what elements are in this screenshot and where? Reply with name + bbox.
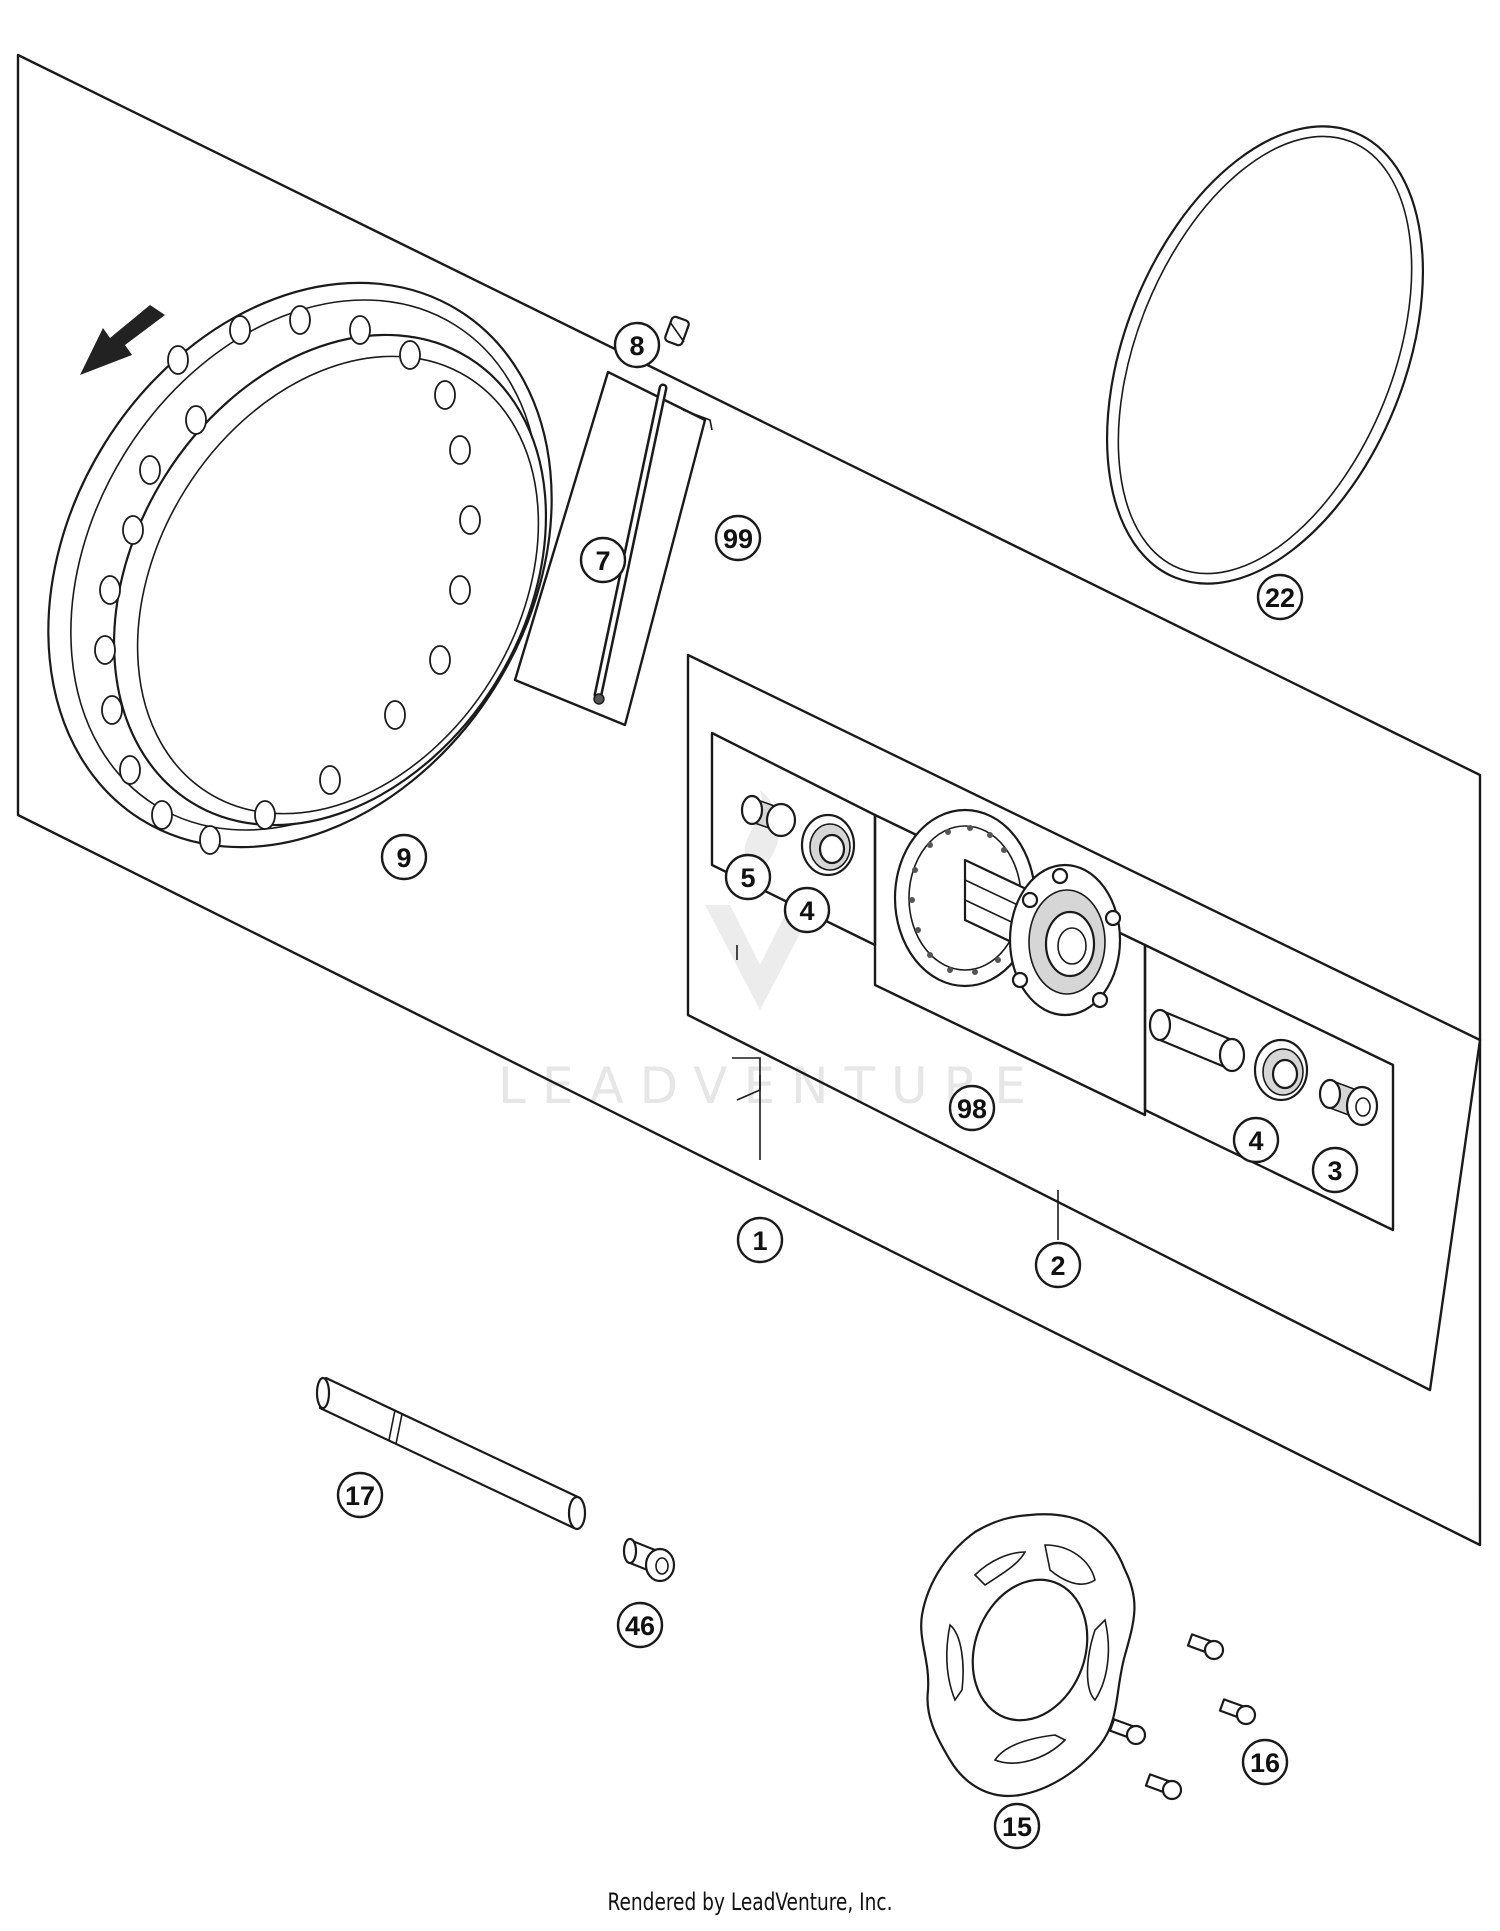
spacer-part-5[interactable] (740, 794, 797, 838)
rim-band-part-22[interactable] (1045, 80, 1484, 630)
watermark: LEADVENTURE (498, 790, 1042, 1115)
bearing-part-4-right[interactable] (1253, 1038, 1309, 1102)
svg-text:5: 5 (740, 863, 755, 893)
svg-text:22: 22 (1265, 583, 1295, 613)
svg-text:9: 9 (396, 843, 411, 873)
callout-15[interactable]: 15 (993, 1802, 1041, 1850)
spoke-kit-box-99 (513, 370, 707, 727)
spoke-part-7[interactable] (593, 383, 668, 705)
callout-7[interactable]: 7 (579, 536, 627, 584)
svg-text:17: 17 (345, 1481, 375, 1511)
callout-9[interactable]: 9 (380, 833, 428, 881)
svg-text:16: 16 (1250, 1748, 1280, 1778)
svg-text:4: 4 (799, 896, 814, 926)
bearing-set-box-right (1143, 943, 1395, 1232)
leader-lines (682, 409, 1059, 1240)
callout-16[interactable]: 16 (1241, 1738, 1289, 1786)
assembly-panel (16, 53, 1482, 1547)
svg-text:1: 1 (752, 1226, 767, 1256)
rim-spoke-holes (94, 305, 481, 855)
collar-part-3[interactable] (1318, 1078, 1379, 1127)
axle-part-17[interactable] (315, 1376, 587, 1531)
bearing-part-4-left[interactable] (800, 813, 856, 877)
svg-text:2: 2 (1050, 1251, 1065, 1281)
spoke-nipple-part-8[interactable] (664, 315, 690, 347)
svg-text:98: 98 (957, 1094, 987, 1124)
callout-4-left[interactable]: 4 (783, 886, 831, 934)
svg-text:15: 15 (1002, 1812, 1032, 1842)
callout-1[interactable]: 1 (736, 1216, 784, 1264)
callout-4-right[interactable]: 4 (1232, 1116, 1280, 1164)
watermark-text: LEADVENTURE (498, 1057, 1042, 1115)
callout-17[interactable]: 17 (336, 1471, 384, 1519)
svg-text:46: 46 (625, 1611, 655, 1641)
callout-3[interactable]: 3 (1311, 1146, 1359, 1194)
svg-text:3: 3 (1327, 1156, 1342, 1186)
svg-text:7: 7 (595, 546, 610, 576)
brake-disc-part-15[interactable] (920, 1513, 1136, 1798)
callout-98[interactable]: 98 (948, 1084, 996, 1132)
rim-part-9[interactable] (0, 189, 654, 942)
callout-5[interactable]: 5 (724, 853, 772, 901)
callout-22[interactable]: 22 (1256, 573, 1304, 621)
spacer-right[interactable] (1148, 1008, 1246, 1073)
callout-46[interactable]: 46 (616, 1601, 664, 1649)
hub-assembly-box (686, 653, 1482, 1392)
rotation-arrow-icon (80, 305, 165, 375)
svg-text:8: 8 (629, 331, 644, 361)
axle-nut-part-46[interactable] (622, 1537, 676, 1583)
svg-text:99: 99 (723, 524, 753, 554)
footer-credit: Rendered by LeadVenture, Inc. (607, 1888, 893, 1916)
svg-text:4: 4 (1248, 1126, 1263, 1156)
callout-99[interactable]: 99 (714, 514, 762, 562)
disc-bolt-part-16[interactable] (1108, 1633, 1257, 1801)
hub-part-98[interactable] (893, 808, 1122, 1017)
callout-2[interactable]: 2 (1034, 1241, 1082, 1289)
callout-8[interactable]: 8 (613, 321, 661, 369)
